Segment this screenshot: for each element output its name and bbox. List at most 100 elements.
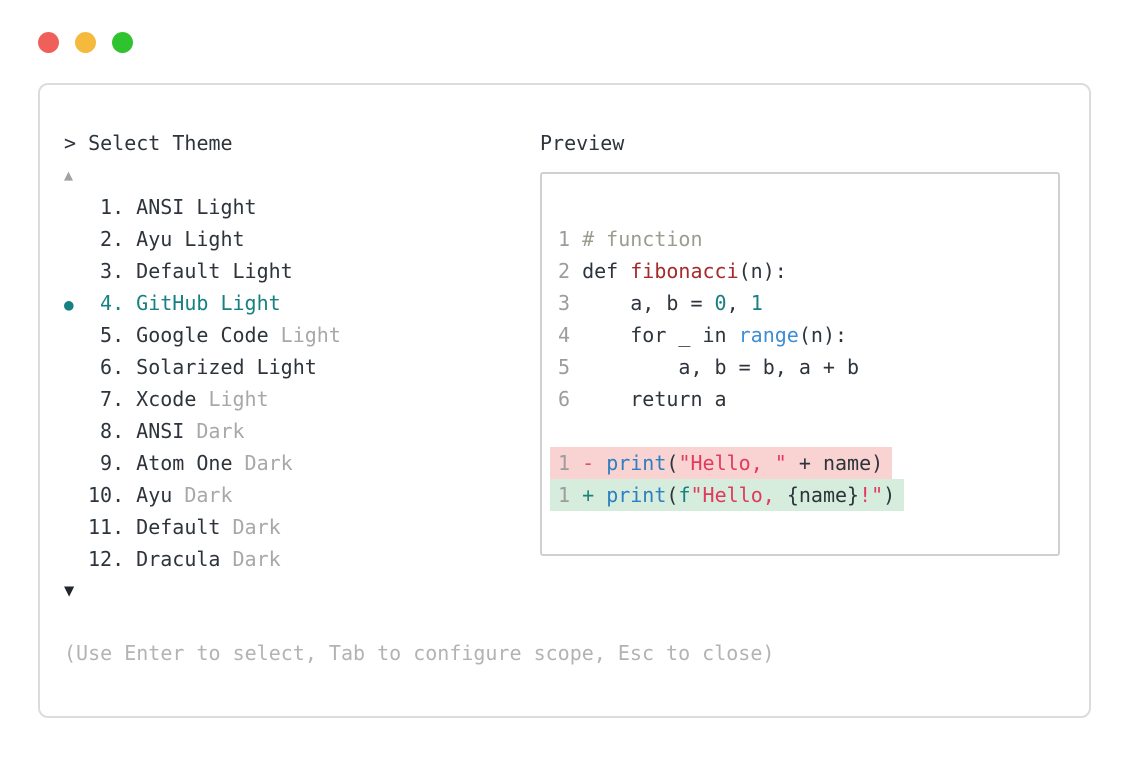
theme-option-5[interactable]: 5. Google Code Light	[64, 319, 540, 351]
theme-option-4[interactable]: ● 4. GitHub Light	[64, 287, 540, 319]
preview-title: Preview	[540, 131, 625, 155]
code-token: "Hello,	[690, 483, 787, 507]
line-number: 2	[558, 259, 583, 283]
theme-name: Dracula	[136, 547, 221, 571]
code-token: "Hello, "	[678, 451, 787, 475]
theme-variant: Dark	[232, 547, 281, 571]
theme-option-6[interactable]: 6. Solarized Light	[64, 351, 540, 383]
theme-number: 11.	[88, 515, 137, 539]
dialog-columns: > Select Theme ▲ 1. ANSI Light 2. Ayu Li…	[64, 127, 1065, 669]
line-number: 1	[558, 227, 583, 251]
scroll-down-icon[interactable]: ▼	[64, 581, 75, 601]
minimize-button-icon[interactable]	[75, 32, 96, 53]
theme-number: 8.	[88, 419, 137, 443]
theme-number: 12.	[88, 547, 137, 571]
theme-option-12[interactable]: 12. Dracula Dark	[64, 543, 540, 575]
theme-variant: Dark	[232, 515, 281, 539]
code-token: # function	[582, 227, 703, 251]
code-line: 2 def fibonacci(n):	[558, 255, 1044, 287]
theme-option-8[interactable]: 8. ANSI Dark	[64, 415, 540, 447]
theme-variant: Light	[280, 323, 341, 347]
code-line: 4 for _ in range(n):	[558, 319, 1044, 351]
code-token: print	[606, 483, 667, 507]
help-text: (Use Enter to select, Tab to configure s…	[64, 641, 775, 665]
line-number: 6	[558, 387, 583, 411]
line-number: 1	[558, 451, 583, 475]
diff-removed-highlight: 1 - print("Hello, " + name)	[550, 447, 893, 479]
theme-name: Xcode	[136, 387, 197, 411]
close-button-icon[interactable]	[38, 32, 59, 53]
code-line-content: 5 a, b = b, a + b	[558, 351, 859, 383]
theme-number: 10.	[88, 483, 137, 507]
scroll-up-icon[interactable]: ▲	[64, 166, 74, 184]
code-token: )	[883, 483, 896, 507]
theme-picker-dialog: > Select Theme ▲ 1. ANSI Light 2. Ayu Li…	[38, 83, 1091, 718]
line-number: 3	[558, 291, 583, 315]
code-token: return a	[582, 387, 727, 411]
code-token: (n):	[798, 323, 848, 347]
code-token: range	[738, 323, 799, 347]
selected-bullet-icon: ●	[64, 295, 74, 314]
line-number: 1	[558, 483, 583, 507]
code-token: {name}	[786, 483, 860, 507]
diff-added-highlight: 1 + print(f"Hello, {name}!")	[550, 479, 905, 511]
prompt-line: > Select Theme	[64, 127, 540, 159]
theme-name: Ayu	[136, 483, 173, 507]
code-token: f	[678, 483, 691, 507]
code-token: (n):	[738, 259, 787, 283]
theme-option-11[interactable]: 11. Default Dark	[64, 511, 540, 543]
code-token: a, b =	[582, 291, 715, 315]
theme-name: Google Code	[136, 323, 269, 347]
code-token: for _ in	[582, 323, 739, 347]
maximize-button-icon[interactable]	[112, 32, 133, 53]
theme-number: 4.	[88, 291, 137, 315]
code-line: 6 return a	[558, 383, 1044, 415]
code-line: 1 # function	[558, 223, 1044, 255]
code-line	[558, 415, 1044, 447]
theme-number: 7.	[88, 387, 137, 411]
theme-number: 1.	[88, 195, 137, 219]
theme-list: 1. ANSI Light 2. Ayu Light 3. Default Li…	[64, 191, 540, 575]
code-token: def	[582, 259, 631, 283]
dialog-title: Select Theme	[88, 131, 233, 155]
line-number: 4	[558, 323, 583, 347]
theme-option-2[interactable]: 2. Ayu Light	[64, 223, 540, 255]
theme-list-column: > Select Theme ▲ 1. ANSI Light 2. Ayu Li…	[64, 127, 775, 669]
theme-number: 3.	[88, 259, 137, 283]
theme-name: Ayu Light	[136, 227, 245, 251]
theme-variant: Dark	[244, 451, 293, 475]
code-token: + name)	[786, 451, 884, 475]
line-number: 5	[558, 355, 583, 379]
code-token: 0	[714, 291, 727, 315]
theme-name: GitHub Light	[136, 291, 281, 315]
code-line-content: 1 # function	[558, 223, 703, 255]
code-line: 3 a, b = 0, 1	[558, 287, 1044, 319]
theme-name: ANSI Light	[136, 195, 257, 219]
theme-option-7[interactable]: 7. Xcode Light	[64, 383, 540, 415]
theme-option-1[interactable]: 1. ANSI Light	[64, 191, 540, 223]
code-line-content: 6 return a	[558, 383, 727, 415]
code-line: 5 a, b = b, a + b	[558, 351, 1044, 383]
code-token: ,	[726, 291, 751, 315]
theme-number: 5.	[88, 323, 137, 347]
theme-number: 2.	[88, 227, 137, 251]
theme-number: 9.	[88, 451, 137, 475]
theme-option-9[interactable]: 9. Atom One Dark	[64, 447, 540, 479]
window-controls	[38, 32, 133, 53]
code-token: 1	[750, 291, 763, 315]
theme-option-3[interactable]: 3. Default Light	[64, 255, 540, 287]
code-token: fibonacci	[630, 259, 739, 283]
code-token: a, b = b, a + b	[582, 355, 860, 379]
code-token: (	[666, 483, 679, 507]
code-line-content: 4 for _ in range(n):	[558, 319, 847, 351]
theme-number: 6.	[88, 355, 137, 379]
theme-name: Atom One	[136, 451, 233, 475]
diff-added-line: 1 + print(f"Hello, {name}!")	[550, 479, 1044, 511]
code-token: print	[606, 451, 667, 475]
code-token: (	[666, 451, 679, 475]
code-token: !"	[859, 483, 884, 507]
code-line-content: 2 def fibonacci(n):	[558, 255, 787, 287]
theme-option-10[interactable]: 10. Ayu Dark	[64, 479, 540, 511]
